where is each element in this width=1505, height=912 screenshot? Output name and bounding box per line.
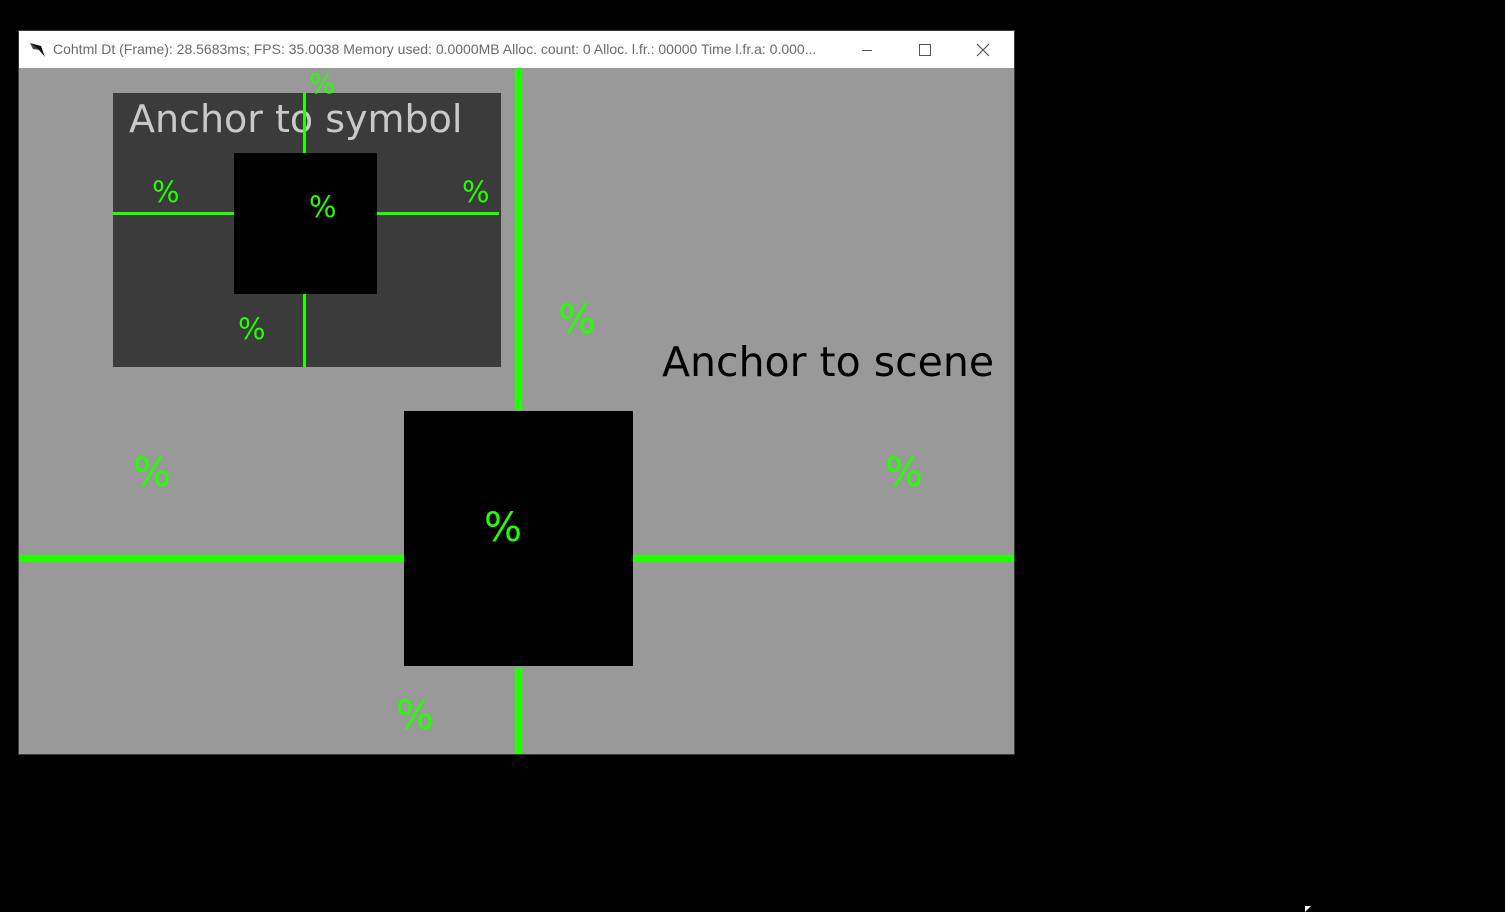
scene-guide-left	[19, 555, 404, 562]
symbol-label-left: %	[152, 175, 180, 209]
symbol-label-center: %	[309, 190, 337, 224]
symbol-label-right: %	[462, 175, 490, 209]
maximize-icon	[919, 43, 931, 56]
close-button[interactable]	[954, 31, 1012, 68]
symbol-anchored-box	[234, 153, 377, 294]
scene-label-top: %	[558, 297, 597, 343]
scene-title: Anchor to scene	[662, 338, 995, 386]
scene-guide-top	[515, 68, 522, 410]
symbol-panel: Anchor to symbol % % % %	[113, 93, 501, 367]
scene-anchored-box	[404, 411, 633, 666]
scene-guide-bottom	[515, 668, 522, 754]
minimize-icon	[862, 49, 872, 51]
symbol-guide-left	[113, 212, 234, 215]
symbol-label-top: %	[309, 68, 336, 100]
symbol-label-bottom: %	[238, 312, 266, 346]
close-icon	[976, 43, 990, 56]
app-window: Cohtml Dt (Frame): 28.5683ms; FPS: 35.00…	[19, 31, 1014, 754]
app-arrow-icon	[30, 43, 45, 57]
maximize-button[interactable]	[896, 31, 954, 68]
scene-viewport: Anchor to symbol % % % % % Anchor to sce…	[19, 68, 1014, 754]
minimize-button[interactable]	[838, 31, 896, 68]
scene-label-left: %	[133, 450, 172, 496]
window-title: Cohtml Dt (Frame): 28.5683ms; FPS: 35.00…	[53, 41, 817, 57]
scene-label-right: %	[885, 450, 924, 496]
scene-label-bottom: %	[396, 693, 435, 739]
title-bar[interactable]: Cohtml Dt (Frame): 28.5683ms; FPS: 35.00…	[19, 31, 1014, 68]
mouse-cursor-icon	[1305, 906, 1311, 912]
symbol-guide-bottom	[303, 293, 306, 367]
scene-guide-right	[633, 555, 1014, 562]
symbol-title: Anchor to symbol	[129, 97, 463, 141]
symbol-guide-right	[377, 212, 499, 215]
symbol-guide-top	[303, 93, 306, 153]
scene-label-center: %	[484, 505, 523, 551]
